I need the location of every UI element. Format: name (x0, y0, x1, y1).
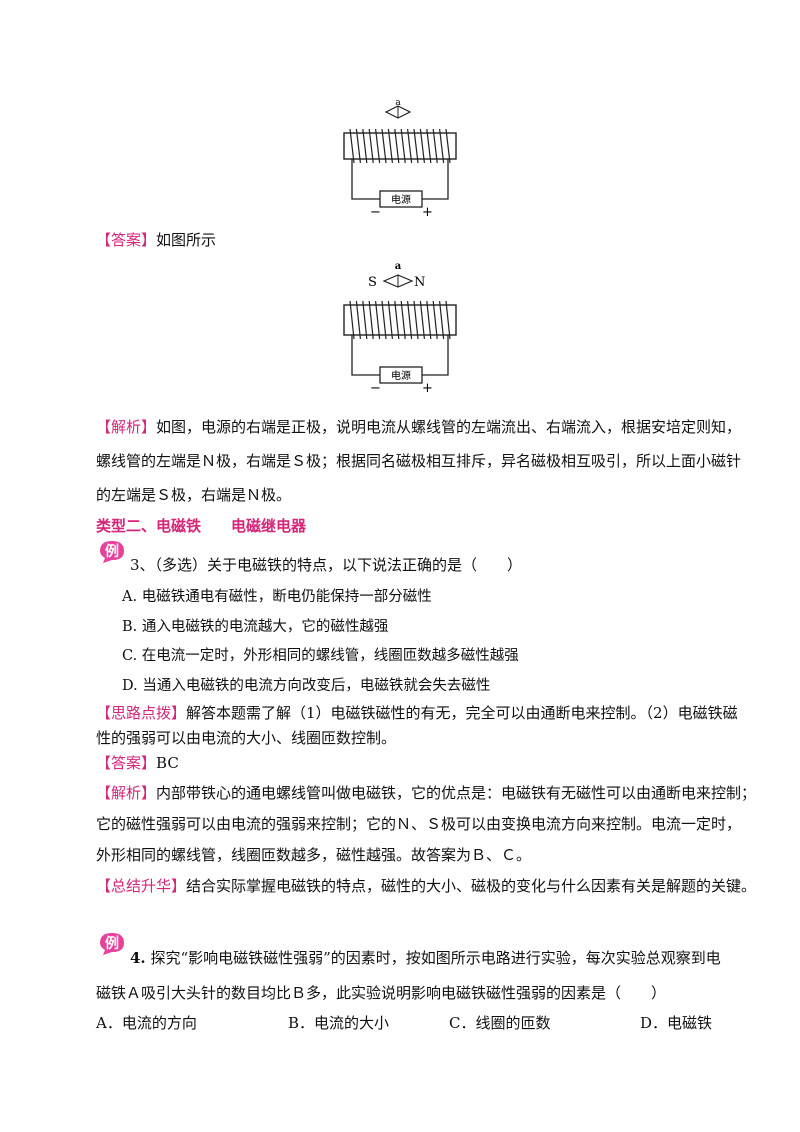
coil-turn (381, 300, 387, 340)
coil-turn (355, 128, 361, 164)
compass-needle (382, 274, 414, 288)
wire-left (351, 159, 380, 200)
question-3-option-a: A. 电磁铁通电有磁性，断电仍能保持一部分磁性 (122, 589, 432, 605)
coil-turn (432, 300, 438, 340)
coil-turn (439, 300, 445, 340)
question-4-text: 探究“影响电磁铁磁性强弱”的因素时，按如图所示电路进行实验，每次实验总观察到电 (150, 949, 721, 967)
question-3-stem: 3、（多选）关于电磁铁的特点，以下说法正确的是（ ） (130, 556, 523, 574)
hint-line-2: 性的强弱可以由电流的大小、线圈匝数控制。 (96, 729, 397, 747)
power-supply-label: 电源 (391, 369, 411, 382)
answer-text: 如图所示 (156, 231, 217, 249)
coil-turn (368, 128, 374, 164)
question-4-number: 4. (130, 949, 146, 967)
coil-turn (413, 300, 419, 340)
answer-3: 【答案】BC (96, 753, 179, 773)
coil-turn (419, 128, 425, 164)
summary: 【总结升华】结合实际掌握电磁铁的特点，磁性的大小、磁极的变化与什么因素有关是解题… (96, 876, 756, 896)
coil-turn (439, 128, 445, 164)
example-badge-icon: 例 (100, 933, 124, 955)
coil-turn (362, 128, 368, 164)
wire-right (422, 159, 449, 200)
coil-turn (368, 300, 374, 340)
coil-turn (394, 300, 400, 340)
coil-turn (432, 128, 438, 164)
question-3-option-b: B. 通入电磁铁的电流越大，它的磁性越强 (122, 619, 389, 635)
hint-tag: 【思路点拨】 (96, 704, 187, 722)
analysis-3-line-1: 【解析】内部带铁心的通电螺线管叫做电磁铁，它的优点是：电磁铁有无磁性可以由通断电… (96, 783, 756, 803)
question-3-option-c: C. 在电流一定时，外形相同的螺线管，线圈匝数越多磁性越强 (122, 648, 519, 664)
coil-turn (349, 128, 355, 164)
coil-turn (400, 300, 406, 340)
question-4-option-b: B．电流的大小 (288, 1014, 390, 1032)
example-badge-icon: 例 (100, 541, 124, 563)
solenoid-coil (349, 128, 451, 164)
summary-tag: 【总结升华】 (96, 877, 187, 895)
coil-turn (419, 300, 425, 340)
coil-turn (445, 128, 451, 164)
negative-terminal: − (370, 205, 381, 220)
coil-turn (426, 300, 432, 340)
answer-1: 【答案】如图所示 (96, 230, 216, 250)
coil-turn (400, 128, 406, 164)
coil-turn (355, 300, 361, 340)
answer-text: BC (156, 754, 179, 772)
coil-turn (413, 128, 419, 164)
compass-letter: a (395, 98, 401, 108)
analysis-1-line-3: 的左端是Ｓ极，右端是Ｎ极。 (96, 486, 292, 504)
hint-text: 解答本题需了解（1）电磁铁磁性的有无，完全可以由通断电来控制。（2）电磁铁磁 (186, 704, 738, 722)
pole-right: N (414, 275, 425, 290)
answer-tag: 【答案】 (96, 231, 157, 249)
coil-turn (407, 128, 413, 164)
coil-turn (387, 300, 393, 340)
analysis-3-line-2: 它的磁性强弱可以由电流的强弱来控制；它的Ｎ、Ｓ极可以由变换电流方向来控制。电流一… (96, 815, 742, 833)
question-4-option-d: D．电磁铁 (640, 1014, 713, 1032)
summary-text: 结合实际掌握电磁铁的特点，磁性的大小、磁极的变化与什么因素有关是解题的关键。 (186, 877, 757, 895)
svg-text:例: 例 (105, 543, 119, 560)
coil-turn (349, 300, 355, 340)
svg-text:例: 例 (105, 935, 119, 952)
coil-turn (362, 300, 368, 340)
wire-left (351, 335, 380, 376)
coil-turn (381, 128, 387, 164)
section-title: 类型二、电磁铁 电磁继电器 (96, 517, 307, 535)
coil-turn (394, 128, 400, 164)
power-supply-box (379, 190, 423, 208)
power-supply-label: 电源 (391, 193, 411, 206)
compass-letter: a (395, 261, 402, 272)
question-4-option-c: C．线圈的匝数 (449, 1014, 551, 1032)
compass-needle (384, 105, 412, 119)
coil-turn (375, 128, 381, 164)
analysis-tag: 【解析】 (96, 784, 157, 802)
solenoid-core (343, 304, 457, 336)
coil-turn (407, 300, 413, 340)
solenoid-figure-2: a S N 电源 − + (343, 261, 457, 396)
coil-turn (375, 300, 381, 340)
negative-terminal: − (370, 381, 381, 396)
pole-left: S (368, 275, 377, 290)
analysis-1-line-2: 螺线管的左端是Ｎ极，右端是Ｓ极；根据同名磁极相互排斥，异名磁极相互吸引，所以上面… (96, 452, 742, 470)
analysis-1-line-1: 【解析】如图，电源的右端是正极，说明电流从螺线管的左端流出、右端流入，根据安培定… (96, 417, 741, 437)
positive-terminal: + (422, 381, 433, 396)
coil-turn (445, 300, 451, 340)
analysis-3-line-3: 外形相同的螺线管，线圈匝数越多，磁性越强。故答案为Ｂ、Ｃ。 (96, 846, 532, 864)
coil-turn (387, 128, 393, 164)
analysis-text: 如图，电源的右端是正极，说明电流从螺线管的左端流出、右端流入，根据安培定则知， (156, 418, 742, 436)
question-4-option-a: A．电流的方向 (96, 1014, 197, 1032)
question-4-stem-line-2: 磁铁Ａ吸引大头针的数目均比Ｂ多，此实验说明影响电磁铁磁性强弱的因素是（ ） (96, 984, 667, 1002)
positive-terminal: + (422, 205, 433, 220)
solenoid-coil (349, 300, 451, 340)
analysis-tag: 【解析】 (96, 418, 157, 436)
hint-line-1: 【思路点拨】解答本题需了解（1）电磁铁磁性的有无，完全可以由通断电来控制。（2）… (96, 703, 738, 723)
answer-tag: 【答案】 (96, 754, 157, 772)
solenoid-figure-1: a 电源 − + (343, 98, 457, 220)
analysis-text: 内部带铁心的通电螺线管叫做电磁铁，它的优点是：电磁铁有无磁性可以由通断电来控制； (156, 784, 757, 802)
solenoid-core (343, 132, 457, 160)
wire-right (422, 335, 449, 376)
power-supply-box (379, 366, 423, 384)
question-4-stem-line-1: 4. 探究“影响电磁铁磁性强弱”的因素时，按如图所示电路进行实验，每次实验总观察… (130, 948, 721, 968)
question-3-option-d: D. 当通入电磁铁的电流方向改变后，电磁铁就会失去磁性 (122, 678, 491, 694)
coil-turn (426, 128, 432, 164)
